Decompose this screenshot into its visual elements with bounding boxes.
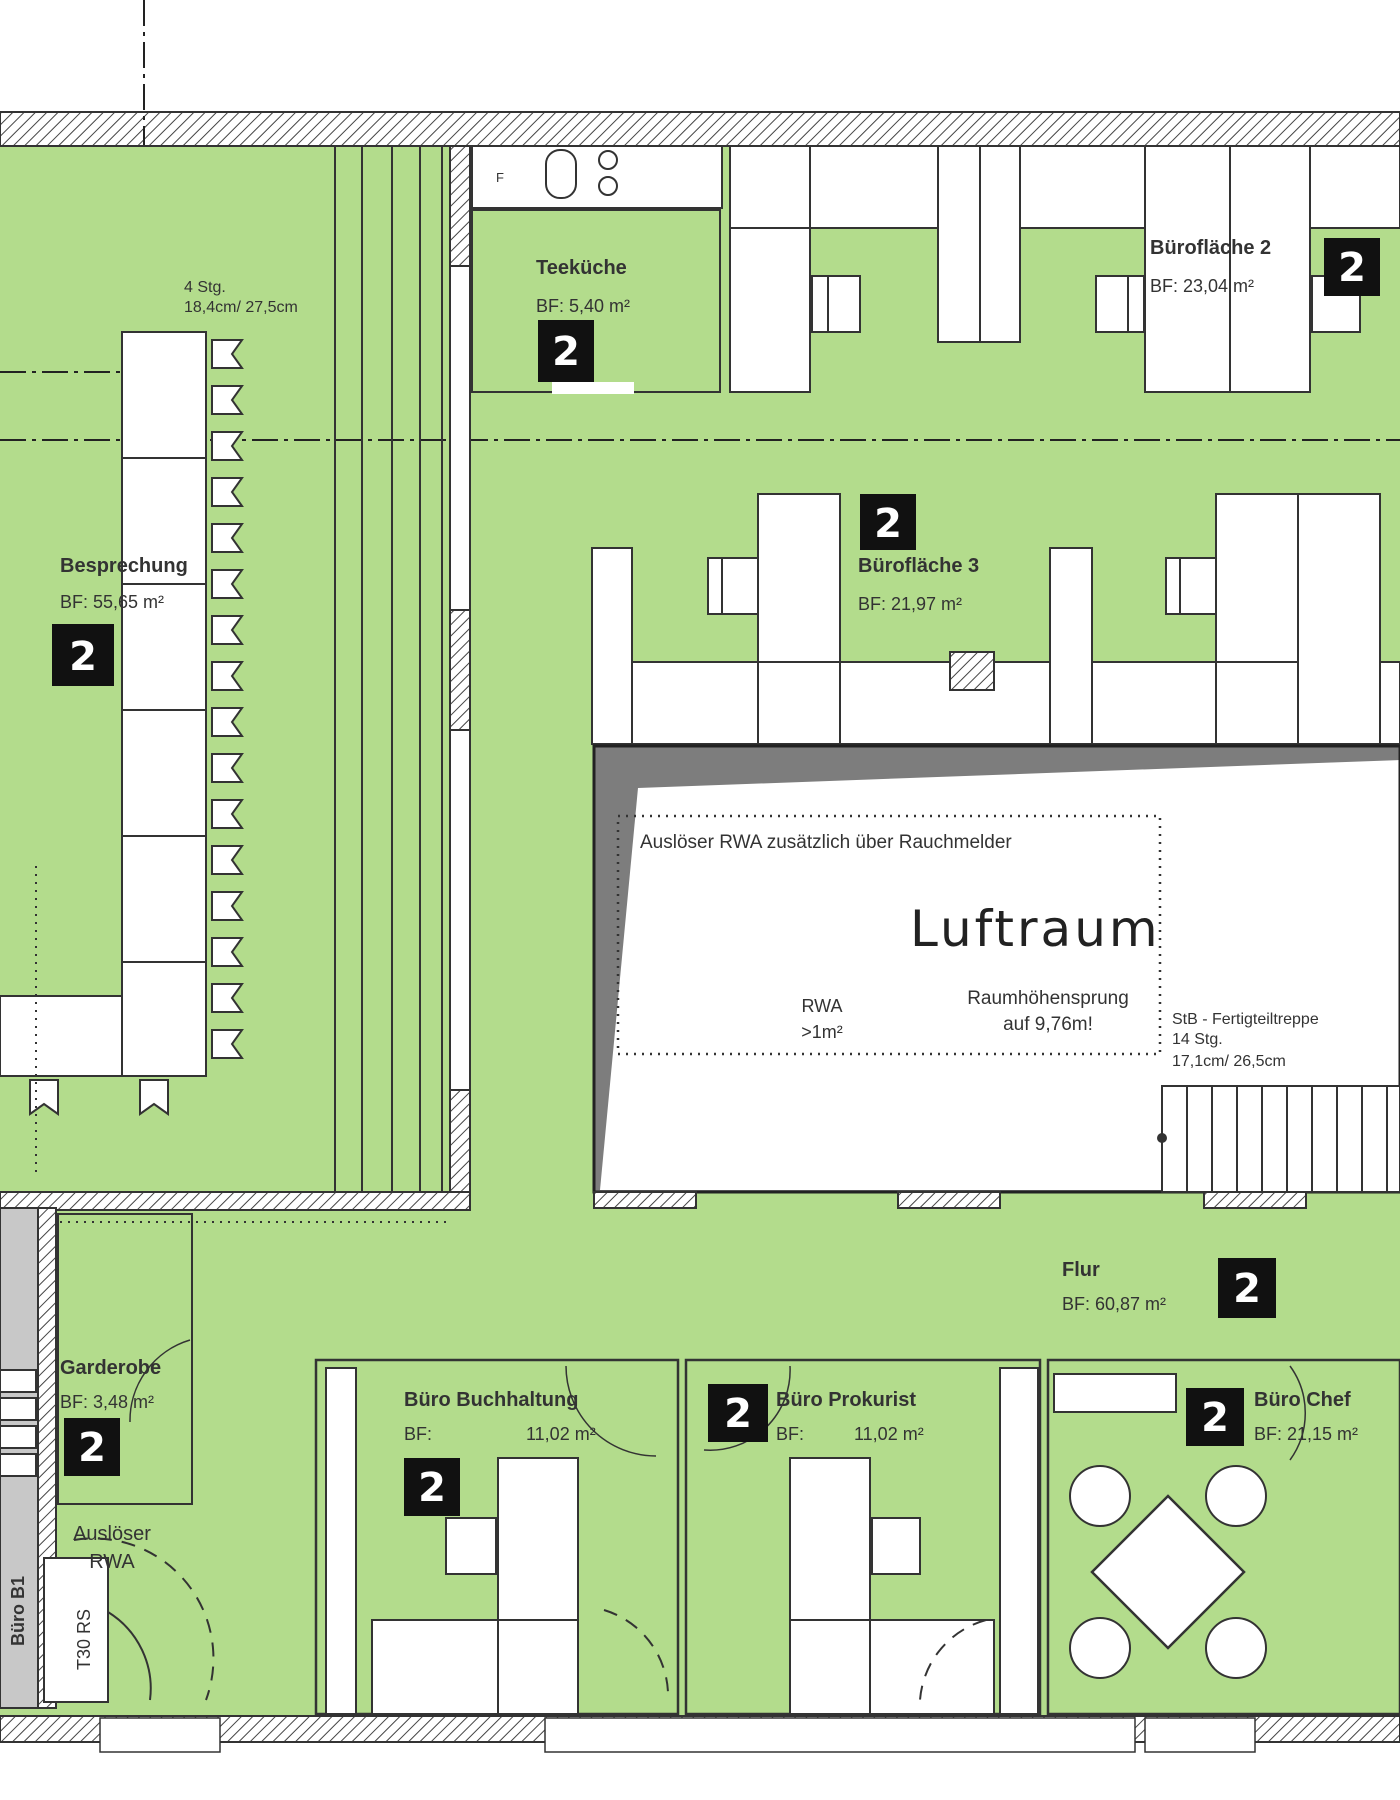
room-name-garderobe: Garderobe: [60, 1357, 161, 1379]
kitchen-counter: [471, 145, 723, 209]
sink-icon: [545, 149, 577, 199]
door-swing-chef: [1289, 1365, 1307, 1461]
badge-prokurist: 2: [708, 1384, 768, 1442]
room-area-buero2: BF: 23,04 m²: [1150, 276, 1254, 296]
svg-text:2: 2: [69, 634, 97, 680]
room-name-prokurist: Büro Prokurist: [776, 1389, 916, 1411]
meeting-chairs: [29, 339, 244, 1116]
window-bottom-2: [544, 1717, 1136, 1753]
office-wall-chef: [1046, 1358, 1400, 1716]
meeting-stair-dims: 18,4cm/ 27,5cm: [184, 299, 298, 316]
side-stair: [0, 1369, 37, 1477]
door-swing-left-outer: [73, 1537, 215, 1701]
room-area-prokurist-prefix: BF:: [776, 1424, 804, 1444]
void-height-line2: auf 9,76m!: [1003, 1014, 1093, 1035]
chef-shelf: [1053, 1373, 1177, 1413]
svg-text:2: 2: [1338, 245, 1366, 291]
door-swing-prokurist-lower: [919, 1619, 987, 1701]
desk-row-middle: [591, 493, 1400, 745]
room-area-prokurist-value: 11,02 m²: [854, 1424, 924, 1444]
room-area-buero3: BF: 21,97 m²: [858, 594, 962, 614]
room-name-teekueche: Teeküche: [536, 257, 627, 279]
badge-teekueche: 2: [538, 320, 594, 382]
main-stair-type: StB - Fertigteiltreppe: [1172, 1011, 1319, 1028]
kitchen-door-gap: [552, 382, 634, 394]
wall-meeting-east-hatch-1: [449, 145, 471, 267]
svg-text:2: 2: [874, 501, 902, 547]
bottom-desks: [371, 1457, 995, 1715]
door-swing-left: [107, 1611, 152, 1701]
badge-flur: 2: [1218, 1258, 1276, 1318]
kitchen-fridge-letter: F: [496, 170, 504, 185]
door-swing-buchhaltung: [565, 1365, 657, 1457]
svg-text:2: 2: [552, 329, 580, 375]
room-area-buchhaltung-prefix: BF:: [404, 1424, 432, 1444]
main-stair-dims: 17,1cm/ 26,5cm: [1172, 1053, 1286, 1070]
void-title: Luftraum: [910, 900, 1161, 958]
wall-meeting-south: [0, 1191, 471, 1211]
room-name-buchhaltung: Büro Buchhaltung: [404, 1389, 578, 1411]
room-name-flur: Flur: [1062, 1259, 1100, 1281]
stove-icon-2: [598, 176, 618, 196]
desk-row-top: [729, 145, 1400, 393]
void-height-line1: Raumhöhensprung: [967, 988, 1129, 1009]
wall-meeting-east-hatch-2: [449, 609, 471, 731]
void-edge-walls: [593, 1191, 1307, 1209]
room-area-chef: BF: 21,15 m²: [1254, 1424, 1358, 1444]
main-stair-steps: 14 Stg.: [1172, 1031, 1223, 1048]
room-area-flur: BF: 60,87 m²: [1062, 1294, 1166, 1314]
room-name-besprechung: Besprechung: [60, 555, 188, 577]
void-area: [600, 760, 1400, 1190]
stair-start-marker: [1157, 1133, 1167, 1143]
door-rating-label: T30 RS: [74, 1609, 94, 1670]
chairs-top: [811, 275, 1361, 333]
room-name-chef: Büro Chef: [1254, 1389, 1351, 1411]
rwa-trigger-line2: RWA: [89, 1551, 135, 1573]
office-wall-buchhaltung-inner: [325, 1367, 357, 1715]
chairs-middle: [707, 557, 1217, 615]
wall-top: [0, 111, 1400, 147]
svg-text:2: 2: [724, 1391, 752, 1437]
garderobe-door: [129, 1339, 191, 1423]
room-area-buchhaltung-value: 11,02 m²: [526, 1424, 596, 1444]
column-marker: [949, 651, 995, 691]
side-room-label: Büro B1: [8, 1576, 28, 1646]
partition-lines: [334, 146, 443, 1192]
void-trigger-note: Auslöser RWA zusätzlich über Rauchmelder: [640, 832, 1012, 853]
garderobe-wall: [57, 1213, 193, 1505]
badge-chef: 2: [1186, 1388, 1244, 1446]
door-frame-left: [43, 1557, 109, 1703]
window-bottom-1: [99, 1717, 221, 1753]
svg-text:2: 2: [78, 1425, 106, 1471]
window-bottom-3: [1144, 1717, 1256, 1753]
door-swing-buchhaltung-lower: [603, 1609, 670, 1701]
chef-table: [1090, 1494, 1246, 1650]
rwa-trigger-line1: Auslöser: [73, 1523, 151, 1545]
room-area-garderobe: BF: 3,48 m²: [60, 1392, 154, 1412]
svg-text:2: 2: [1201, 1395, 1229, 1441]
office-wall-prokurist-inner: [999, 1367, 1039, 1715]
main-stair: [1161, 1085, 1400, 1193]
badge-besprechung: 2: [52, 624, 114, 686]
room-name-buero3: Bürofläche 3: [858, 555, 979, 577]
badge-buero2: 2: [1324, 238, 1380, 296]
badge-buero3: 2: [860, 494, 916, 550]
meeting-stair-steps: 4 Stg.: [184, 279, 226, 296]
svg-text:2: 2: [1233, 1266, 1261, 1312]
room-name-buero2: Bürofläche 2: [1150, 237, 1271, 259]
badge-garderobe: 2: [64, 1418, 120, 1476]
badge-buchhaltung: 2: [404, 1458, 460, 1516]
void-rwa-line2: >1m²: [801, 1022, 843, 1042]
void-rwa-line1: RWA: [801, 996, 842, 1016]
meeting-table: [0, 331, 207, 1077]
room-area-teekueche: BF: 5,40 m²: [536, 296, 630, 316]
svg-text:2: 2: [418, 1465, 446, 1511]
void-dotted-box: [616, 814, 1162, 1056]
room-area-besprechung: BF: 55,65 m²: [60, 592, 164, 612]
chef-chairs: [1069, 1465, 1267, 1679]
wall-meeting-east-hatch-3: [449, 1089, 471, 1207]
stove-icon: [598, 150, 618, 170]
